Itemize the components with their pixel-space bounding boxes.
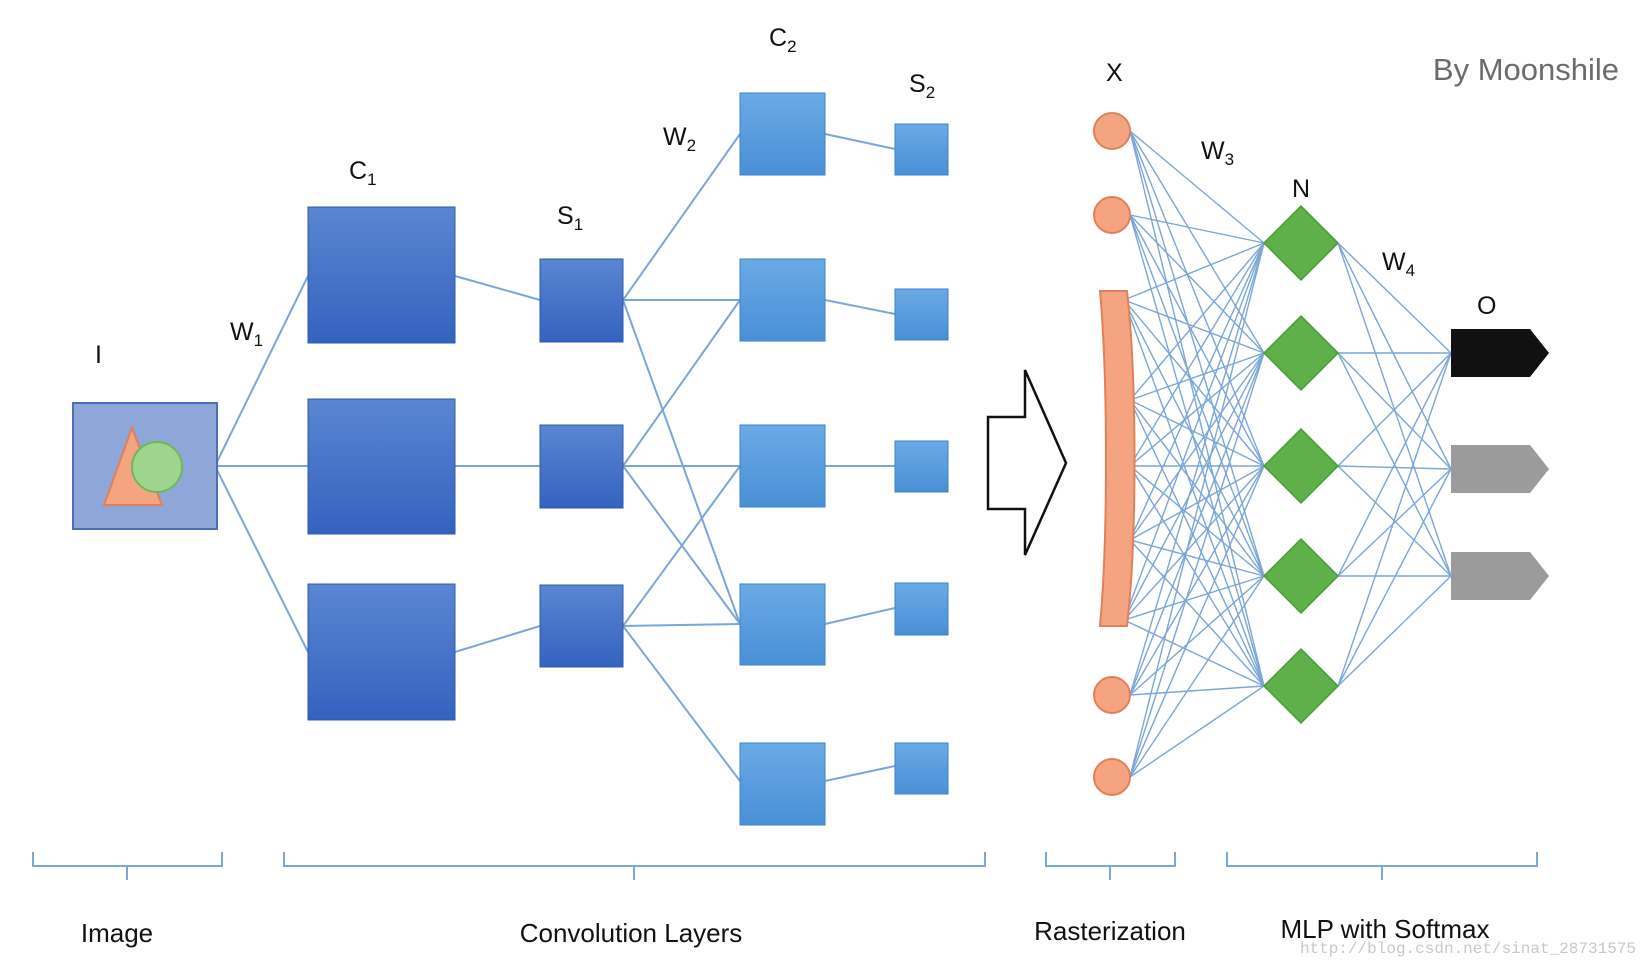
c2-map bbox=[739, 583, 826, 666]
n-node bbox=[1262, 314, 1340, 392]
section-label-convolution: Convolution Layers bbox=[520, 918, 743, 948]
label-s1: S1 bbox=[557, 202, 583, 234]
s1-maps bbox=[539, 258, 624, 668]
n-node bbox=[1262, 537, 1340, 615]
label-w1: W1 bbox=[230, 318, 263, 350]
brace-image bbox=[32, 852, 223, 880]
label-w3: W3 bbox=[1201, 137, 1234, 169]
c1-map bbox=[307, 206, 456, 344]
c1-map bbox=[307, 583, 456, 721]
s2-map bbox=[894, 742, 949, 795]
section-label-image: Image bbox=[81, 918, 153, 948]
x-node bbox=[1093, 196, 1131, 234]
label-i: I bbox=[95, 341, 102, 369]
s1-map bbox=[539, 258, 624, 343]
s2-map bbox=[894, 440, 949, 493]
label-x: X bbox=[1106, 59, 1123, 87]
section-labels: Image Convolution Layers Rasterization M… bbox=[81, 914, 1490, 948]
n-node bbox=[1262, 204, 1340, 282]
section-label-rasterization: Rasterization bbox=[1034, 916, 1186, 946]
section-braces bbox=[32, 852, 1538, 880]
layer-labels: I W1 C1 S1 W2 C2 S2 X W3 N W4 O bbox=[95, 24, 1496, 369]
n-node bbox=[1262, 647, 1340, 725]
edges-conv bbox=[214, 133, 896, 782]
brace-convolution bbox=[283, 852, 986, 880]
output-inactive bbox=[1451, 552, 1549, 600]
c2-map bbox=[739, 742, 826, 826]
s1-map bbox=[539, 584, 624, 668]
brace-mlp bbox=[1226, 852, 1538, 880]
output-inactive bbox=[1451, 445, 1549, 493]
n-nodes bbox=[1262, 204, 1340, 725]
c2-map bbox=[739, 92, 826, 176]
x-node-band bbox=[1098, 290, 1136, 627]
label-w2: W2 bbox=[663, 123, 696, 155]
label-o: O bbox=[1477, 292, 1496, 320]
x-node bbox=[1093, 676, 1131, 714]
c1-maps bbox=[307, 206, 456, 721]
label-s2: S2 bbox=[909, 70, 935, 102]
brace-rasterization bbox=[1045, 852, 1176, 880]
c2-maps bbox=[739, 92, 826, 826]
c2-map bbox=[739, 424, 826, 508]
circle-shape bbox=[131, 441, 183, 493]
n-node bbox=[1262, 427, 1340, 505]
s2-map bbox=[894, 582, 949, 636]
input-image bbox=[72, 402, 218, 530]
watermark: http://blog.csdn.net/sinat_28731575 bbox=[1300, 940, 1636, 958]
c1-map bbox=[307, 398, 456, 535]
c2-map bbox=[739, 258, 826, 342]
output-active bbox=[1451, 329, 1549, 377]
s2-map bbox=[894, 123, 949, 176]
x-node bbox=[1093, 112, 1131, 150]
label-w4: W4 bbox=[1382, 248, 1415, 280]
author-credit: By Moonshile bbox=[1433, 52, 1619, 87]
flatten-arrow bbox=[986, 369, 1068, 556]
outputs bbox=[1451, 329, 1549, 600]
s2-map bbox=[894, 288, 949, 341]
label-n: N bbox=[1292, 175, 1310, 203]
label-c2: C2 bbox=[769, 24, 797, 56]
x-vector bbox=[1093, 112, 1136, 796]
s1-map bbox=[539, 424, 624, 509]
section-label-mlp: MLP with Softmax bbox=[1280, 914, 1489, 944]
label-c1: C1 bbox=[349, 157, 377, 189]
x-node bbox=[1093, 758, 1131, 796]
s2-maps bbox=[894, 123, 949, 795]
edges-mlp bbox=[1123, 130, 1452, 778]
